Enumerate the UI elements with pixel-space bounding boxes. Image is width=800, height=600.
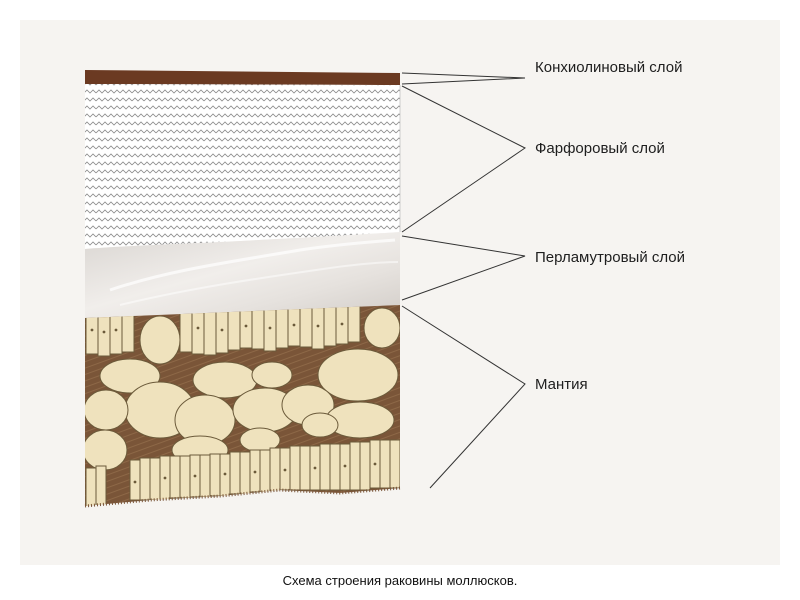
- periostracum-layer: [85, 70, 400, 85]
- mantle-tissue: [84, 305, 401, 508]
- porcelain-layer: [85, 84, 401, 249]
- leader-porcelain: [401, 85, 526, 233]
- label-porcelain: Фарфоровый слой: [535, 140, 665, 157]
- leader-lines: [401, 72, 526, 489]
- leader-mantle: [401, 305, 526, 489]
- leader-nacre: [401, 235, 526, 301]
- label-periostracum: Конхиолиновый слой: [535, 59, 682, 76]
- label-mantle: Мантия: [535, 376, 588, 393]
- figure-caption: Схема строения раковины моллюсков.: [283, 573, 518, 588]
- label-nacre: Перламутровый слой: [535, 249, 685, 266]
- nacre-layer: [85, 232, 400, 318]
- leader-periostracum: [401, 72, 526, 85]
